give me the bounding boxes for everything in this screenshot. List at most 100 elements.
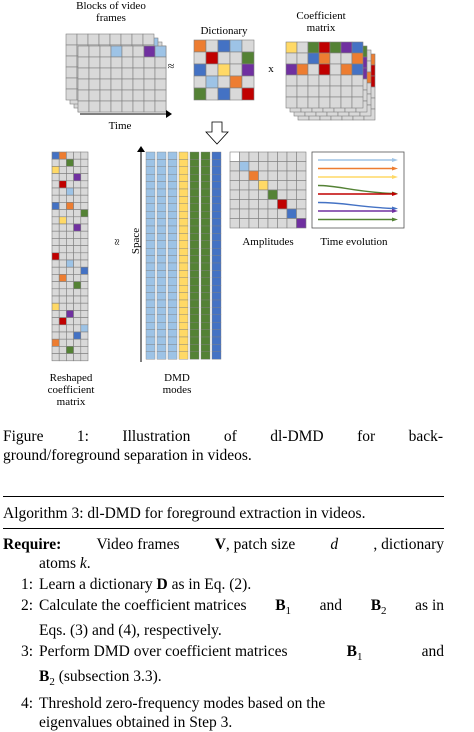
grid-cell — [65, 33, 78, 46]
mode-cell — [189, 225, 200, 234]
grid-cell — [109, 33, 122, 46]
require-dictionary: , dictionary — [373, 536, 444, 553]
mode-cell — [145, 233, 156, 241]
label-space: Space — [130, 227, 142, 255]
grid-cell — [80, 202, 89, 210]
mode-cell — [145, 292, 156, 301]
grid-cell — [267, 151, 278, 162]
grid-cell — [88, 89, 101, 102]
grid-cell — [296, 199, 307, 210]
mode-cell — [178, 351, 189, 360]
mode-cell — [211, 292, 222, 301]
grid-cell — [66, 238, 74, 246]
grid-cell — [248, 199, 259, 210]
mode-cell — [167, 218, 178, 227]
mode-cell — [167, 181, 178, 190]
grid-cell — [73, 209, 82, 218]
mode-cell — [211, 203, 222, 212]
mode-cell — [200, 203, 211, 212]
grid-cell — [87, 33, 100, 46]
grid-cell — [296, 52, 309, 65]
grid-cell — [73, 266, 82, 275]
mode-cell — [200, 329, 211, 338]
mode-cell — [167, 188, 178, 197]
mode-cell — [200, 292, 211, 301]
grid-cell — [239, 151, 250, 162]
grid-cell — [193, 87, 207, 101]
grid-cell — [51, 338, 60, 347]
mode-cell — [167, 210, 178, 219]
mode-cell — [200, 210, 211, 219]
grid-cell — [241, 87, 255, 101]
label-reshaped-coefficient-matrix: Reshaped coefficient matrix — [47, 372, 95, 408]
mode-cell — [156, 329, 167, 338]
grid-cell — [88, 100, 101, 113]
grid-cell — [121, 56, 134, 69]
grid-cell — [58, 180, 67, 189]
grid-cell — [73, 223, 82, 232]
mode-cell — [211, 166, 222, 175]
mode-cell — [145, 262, 156, 271]
mode-cell — [156, 166, 167, 175]
grid-cell — [296, 63, 309, 76]
grid-cell — [296, 74, 309, 87]
grid-cell — [217, 39, 231, 53]
algorithm-step-2: 2: Calculate the coefficient matrices B1… — [20, 597, 444, 640]
mode-cell — [156, 173, 167, 182]
grid-cell — [248, 189, 259, 200]
mode-cell — [167, 277, 178, 286]
mode-cell — [189, 299, 200, 308]
caption-word: of — [223, 428, 237, 445]
video-block-front — [77, 45, 167, 113]
grid-cell — [66, 151, 74, 160]
mode-cell — [189, 181, 200, 190]
mode-cell — [167, 166, 178, 175]
grid-cell — [51, 151, 60, 160]
mode-cell — [189, 285, 200, 293]
grid-cell — [66, 331, 74, 340]
grid-cell — [51, 166, 60, 174]
grid-cell — [58, 281, 67, 290]
grid-cell — [217, 63, 231, 77]
mode-cell — [167, 151, 178, 160]
mode-cell — [200, 344, 211, 352]
grid-cell — [73, 230, 82, 239]
grid-cell — [51, 331, 60, 340]
grid-cell — [66, 266, 74, 275]
grid-cell — [58, 166, 67, 174]
grid-cell — [66, 230, 74, 239]
grid-cell — [329, 96, 342, 109]
mode-cell — [178, 247, 189, 256]
mode-cell — [167, 292, 178, 301]
time-evolution-line — [317, 201, 393, 210]
mode-cell — [145, 188, 156, 197]
mode-cell — [156, 344, 167, 352]
mode-cell — [167, 196, 178, 204]
grid-cell — [80, 230, 89, 239]
grid-cell — [80, 274, 89, 282]
grid-cell — [73, 173, 82, 182]
grid-cell — [132, 89, 145, 102]
grid-cell — [318, 41, 331, 54]
grid-cell — [229, 218, 240, 229]
grid-cell — [88, 45, 101, 58]
grid-cell — [73, 158, 82, 167]
grid-cell — [77, 56, 90, 69]
grid-cell — [80, 259, 89, 268]
mode-cell — [189, 277, 200, 286]
grid-cell — [241, 51, 255, 65]
grid-cell — [73, 194, 82, 203]
dmd-mode-column — [178, 151, 189, 360]
grid-cell — [229, 151, 240, 162]
grid-cell — [132, 67, 145, 80]
grid-cell — [286, 161, 297, 172]
grid-cell — [77, 78, 90, 91]
mode-cell — [189, 247, 200, 256]
grid-cell — [285, 74, 298, 87]
approx-sign-middle: ≈ — [110, 238, 124, 246]
mode-cell — [189, 322, 200, 330]
algorithm-step-3: 3: Perform DMD over coefficient matrices… — [20, 643, 444, 689]
grid-cell — [51, 173, 60, 182]
mode-cell — [178, 314, 189, 323]
mode-cell — [167, 159, 178, 167]
